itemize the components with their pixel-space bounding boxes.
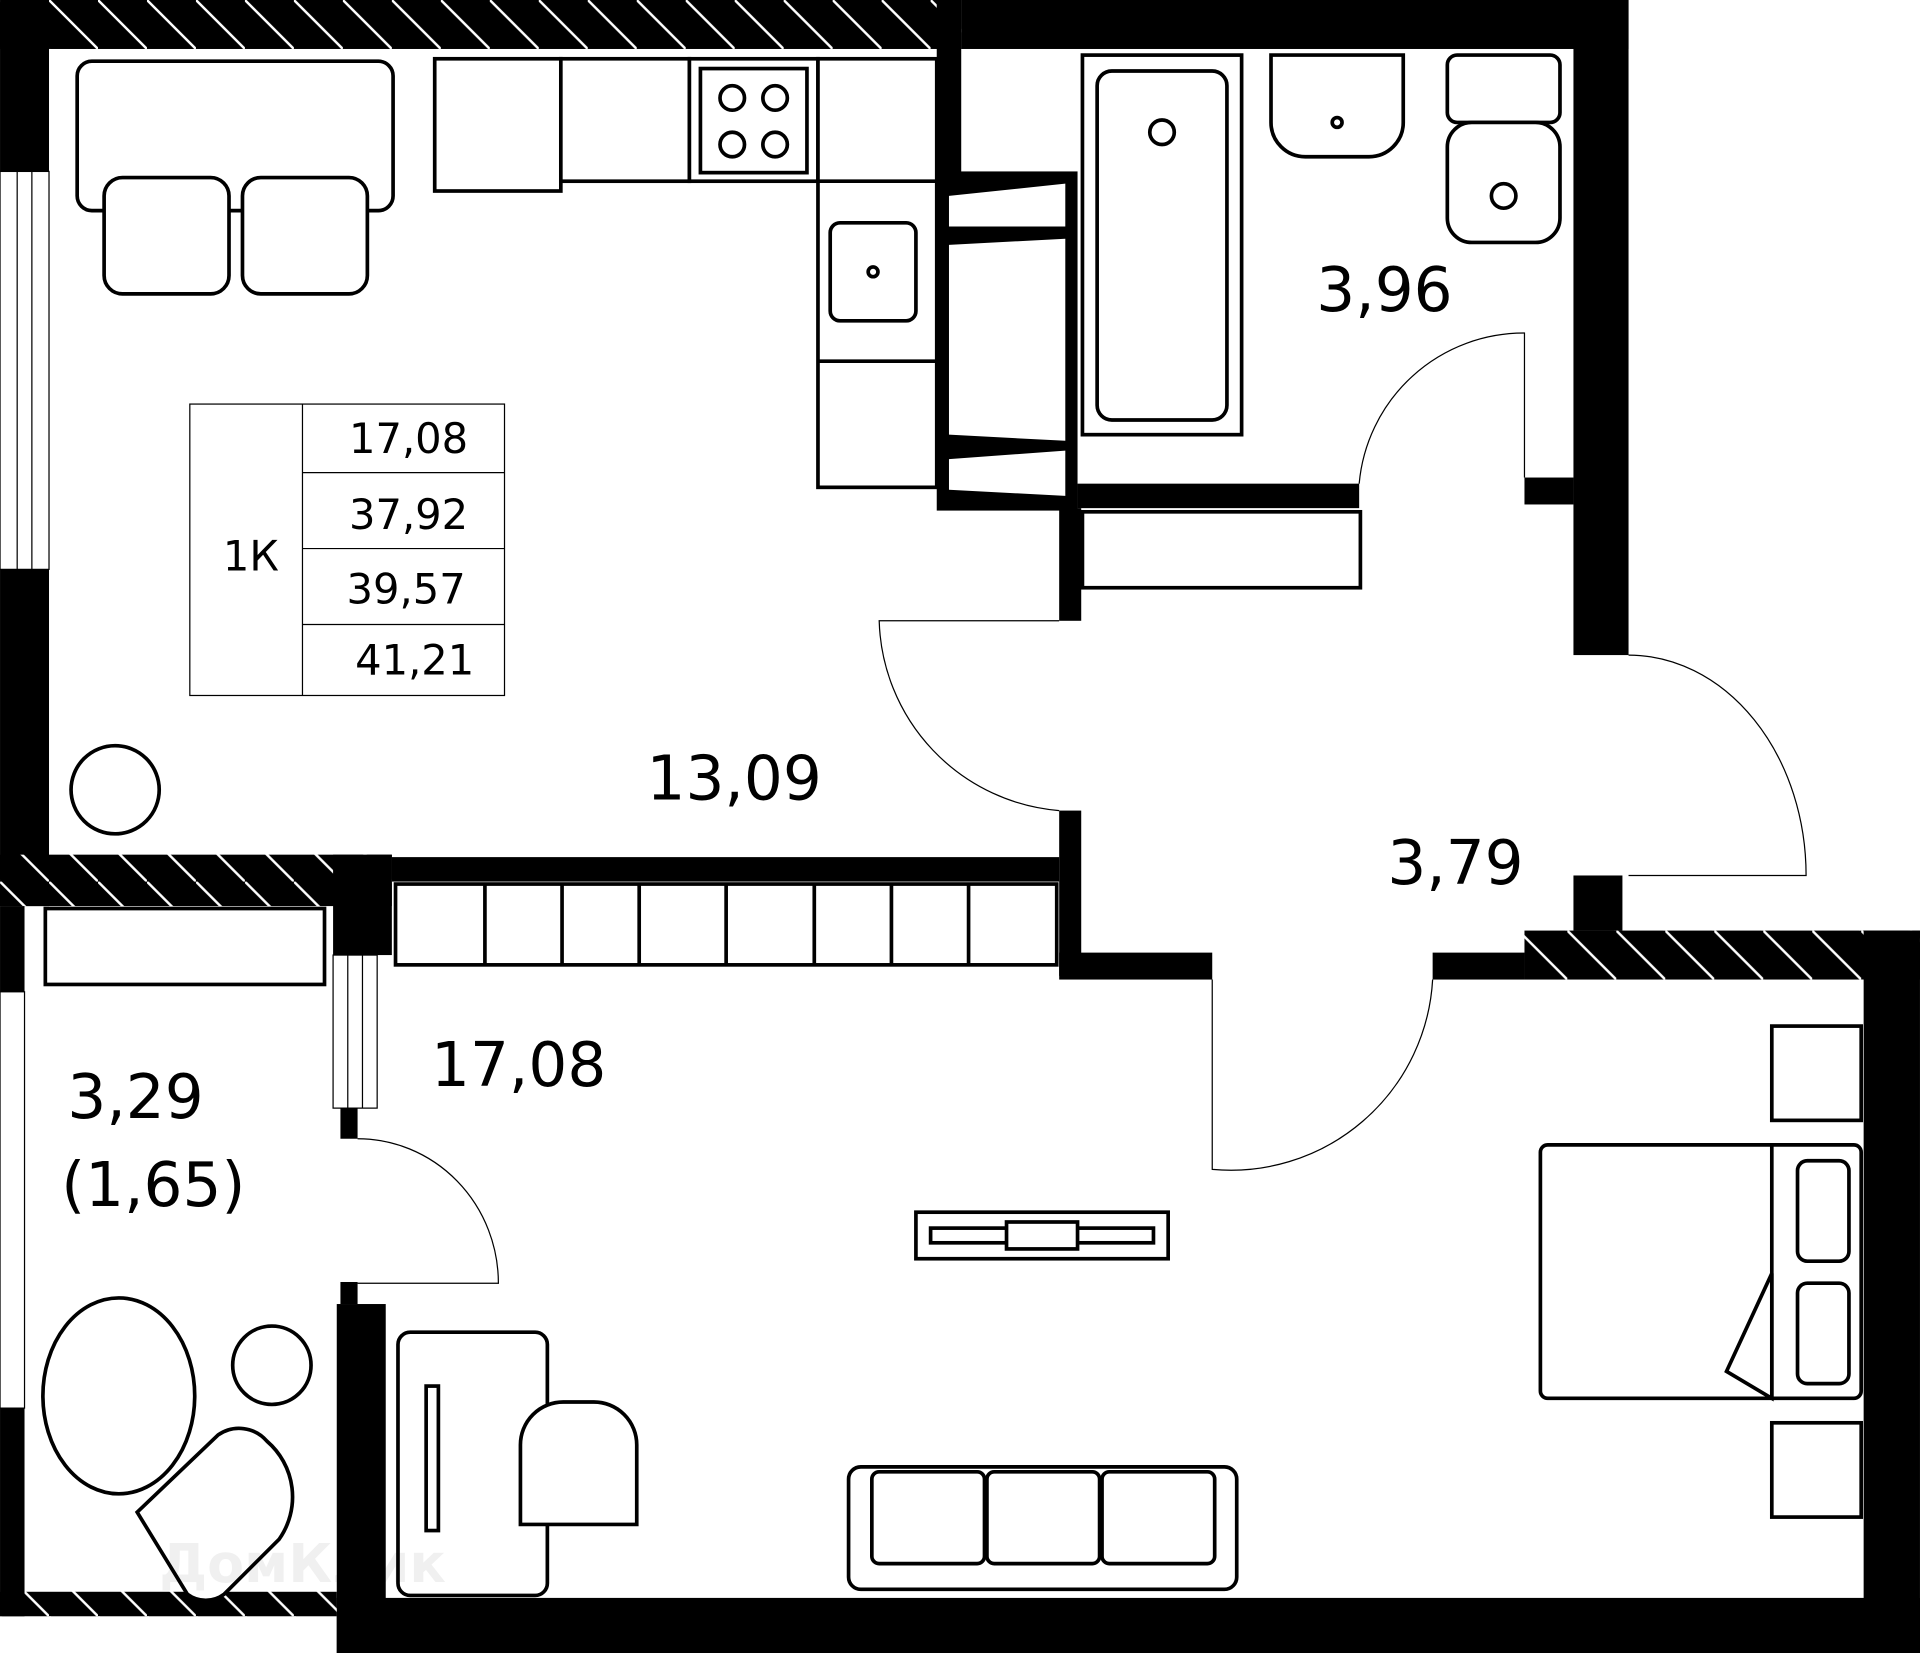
wardrobe (393, 882, 1059, 967)
apartment-type: 1К (223, 532, 279, 581)
kitchen-furniture (75, 56, 939, 490)
living-area-label: 17,08 (431, 1030, 606, 1101)
balcony-area-label: 3,29 (67, 1062, 203, 1133)
balcony-reduced-area-label: (1,65) (61, 1150, 245, 1221)
bathroom-fixtures (1080, 53, 1562, 590)
living-furniture (41, 743, 1864, 1603)
watermark: ДомКлик (159, 1532, 446, 1595)
table-value: 39,57 (347, 565, 466, 614)
doors (357, 332, 1807, 1284)
bathroom-area-label: 3,96 (1316, 255, 1452, 326)
table-value: 17,08 (349, 414, 468, 463)
kitchen-area-label: 13,09 (647, 744, 822, 815)
summary-table: 1К 17,08 37,92 39,57 41,21 (189, 403, 506, 697)
table-value: 41,21 (355, 636, 474, 685)
hallway-area-label: 3,79 (1387, 828, 1523, 899)
table-value: 37,92 (349, 490, 468, 539)
ventilation-shaft (936, 171, 1078, 511)
windows (0, 170, 378, 1409)
